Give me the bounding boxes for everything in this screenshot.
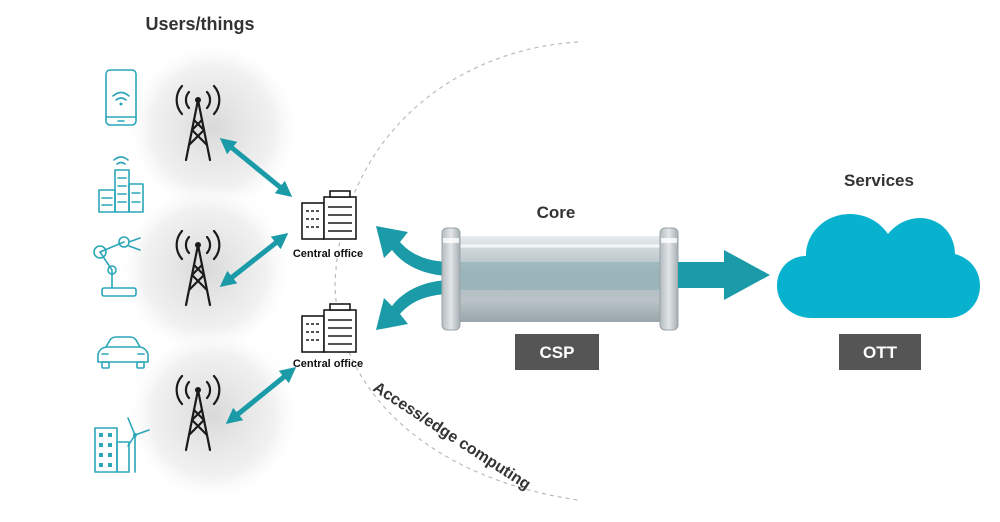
coverage-halo: [125, 327, 301, 503]
car-icon: [97, 336, 149, 369]
core-to-office-arrow: [376, 226, 452, 276]
access-edge-label: Access/edge computing: [370, 379, 534, 493]
ott-label-box: [839, 334, 921, 370]
csp-label-box: [515, 334, 599, 370]
ott-label: OTT: [863, 343, 898, 362]
smartphone-icon: [105, 69, 137, 126]
central-office-icon: [301, 190, 357, 240]
cell-tower-icon: [175, 374, 221, 452]
cell-tower-icon: [175, 84, 221, 162]
core-to-services-arrow: [678, 250, 770, 300]
central-office-label: Central office: [293, 358, 363, 370]
coverage-halo: [117, 182, 293, 358]
core-pipe: [441, 227, 679, 331]
csp-label: CSP: [540, 343, 575, 362]
cell-tower-icon: [175, 229, 221, 307]
city-wind-turbine-icon: [94, 417, 150, 473]
core-to-office-arrow: [376, 280, 452, 330]
link-arrow: [225, 366, 297, 425]
users-things-heading: Users/things: [145, 14, 254, 34]
services-heading: Services: [844, 171, 914, 190]
smart-building-icon: [98, 156, 144, 213]
access-edge-boundary: [334, 41, 579, 501]
link-arrow: [219, 137, 293, 198]
cloud-icon: [777, 214, 980, 318]
central-office-label: Central office: [293, 248, 363, 260]
core-heading: Core: [537, 203, 576, 222]
robot-arm-icon: [93, 236, 141, 297]
central-office-icon: [301, 303, 357, 353]
link-arrow: [219, 233, 289, 287]
